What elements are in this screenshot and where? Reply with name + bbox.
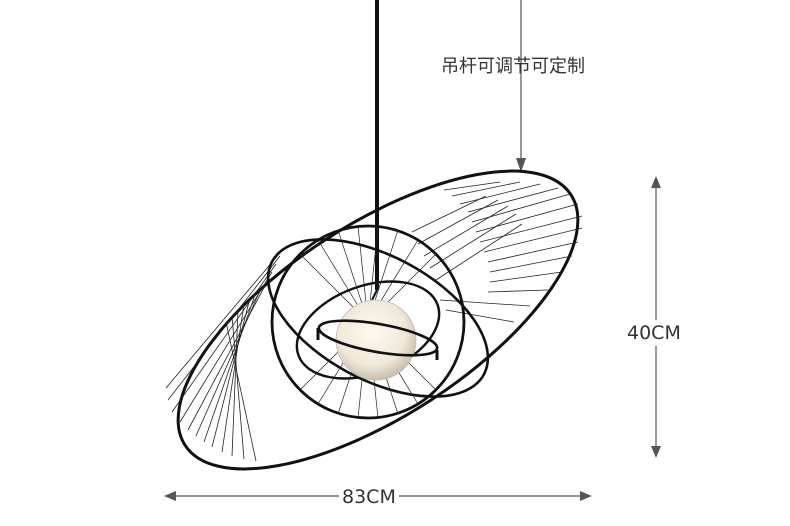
- globe-band: [317, 319, 439, 357]
- rod-dimension-arrow: [516, 0, 526, 172]
- middle-ring: [266, 238, 490, 398]
- height-dimension-arrow: [651, 176, 661, 458]
- glass-globe: [335, 299, 417, 381]
- height-label: 40CM: [627, 320, 681, 346]
- rod-adjustable-note: 吊杆可调节可定制: [441, 56, 585, 77]
- width-label: 83CM: [339, 486, 399, 508]
- inner-cage-ring: [270, 224, 466, 420]
- pendant-lamp: [165, 0, 583, 471]
- cone-wires: [165, 181, 583, 462]
